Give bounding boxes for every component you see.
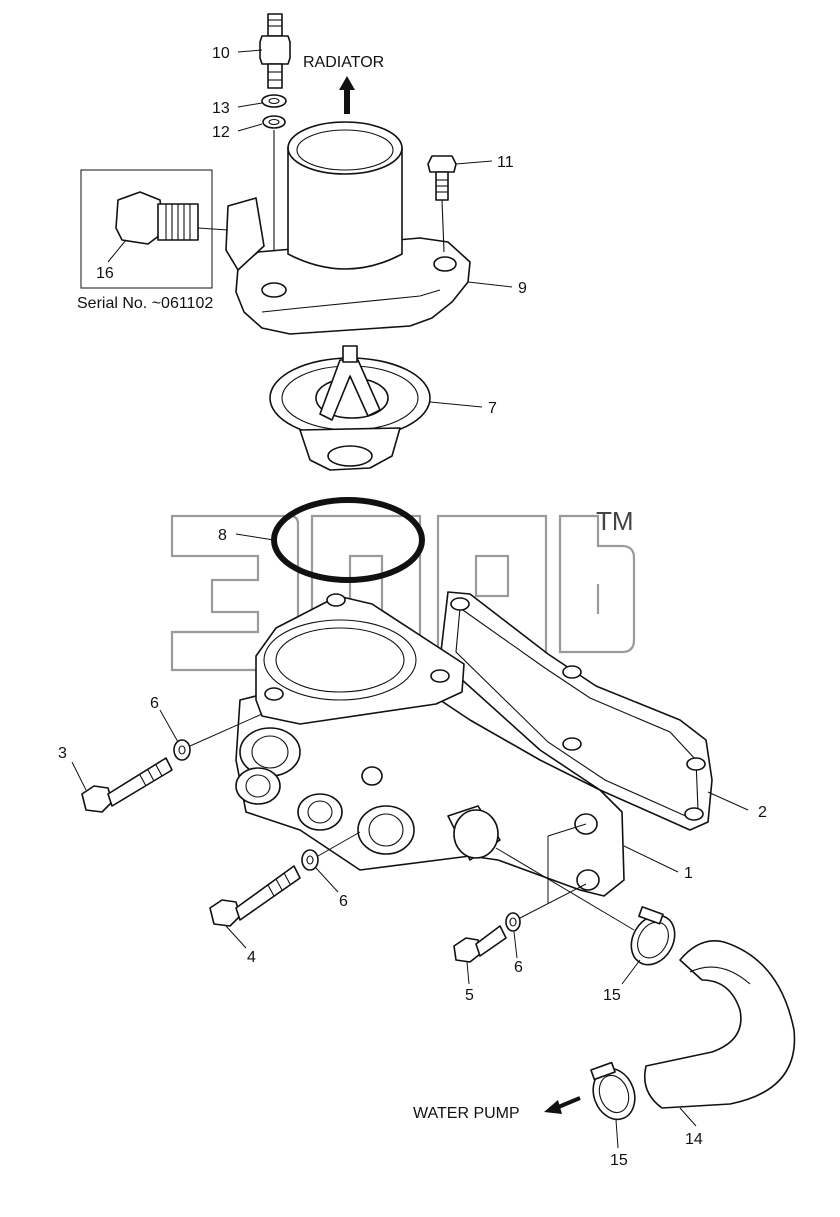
watermark-logo: TM (170, 506, 636, 672)
callout-8: 8 (218, 527, 227, 544)
part-14-hose (643, 940, 796, 1109)
callout-13: 13 (212, 100, 230, 117)
part-8-o-ring (271, 497, 425, 583)
callout-numbers: 1 2 3 4 5 6 6 6 7 8 9 10 11 12 13 14 15 … (58, 45, 767, 1169)
callout-4: 4 (247, 949, 256, 966)
part-7-thermostat (269, 345, 431, 471)
callout-3: 3 (58, 745, 67, 762)
part-5-bolt (453, 925, 507, 963)
callout-2: 2 (758, 804, 767, 821)
callout-12: 12 (212, 124, 230, 141)
part-9-thermostat-housing (225, 121, 471, 335)
callout-15-upper: 15 (603, 987, 621, 1004)
part-15-hose-clamp-upper (630, 906, 676, 966)
part-11-bolt (427, 155, 457, 253)
callout-9: 9 (518, 280, 527, 297)
radiator-label: RADIATOR (303, 54, 384, 71)
callout-10: 10 (212, 45, 230, 62)
part-2-gasket (439, 591, 713, 831)
part-6-washer-right (505, 912, 521, 932)
callout-7: 7 (488, 400, 497, 417)
part-1-water-housing (235, 593, 625, 897)
trademark-mark: TM (596, 506, 634, 536)
part-6-washer-left (173, 739, 191, 761)
radiator-arrow (339, 76, 355, 114)
part-12-seal-washer (262, 115, 286, 129)
part-16-plug-box (80, 169, 229, 289)
callout-11: 11 (497, 154, 514, 171)
callout-16: 16 (96, 265, 114, 282)
part-3-bolt (81, 757, 173, 813)
callout-1: 1 (684, 865, 693, 882)
part-10-hose-nipple (259, 13, 291, 89)
water-pump-arrow (544, 1096, 581, 1114)
part-15-hose-clamp-lower (590, 1061, 636, 1121)
callout-6-middle: 6 (339, 893, 348, 910)
callout-5: 5 (465, 987, 474, 1004)
callout-15-lower: 15 (610, 1152, 628, 1169)
leader-lines (71, 49, 749, 1149)
part-13-washer (261, 94, 287, 108)
part-6-washer-middle (301, 849, 319, 871)
serial-note: Serial No. ~061102 (77, 295, 213, 312)
callout-6-right: 6 (514, 959, 523, 976)
water-pump-label: WATER PUMP (413, 1105, 520, 1122)
part-4-bolt (209, 865, 301, 927)
callout-14: 14 (685, 1131, 703, 1148)
callout-6-left: 6 (150, 695, 159, 712)
